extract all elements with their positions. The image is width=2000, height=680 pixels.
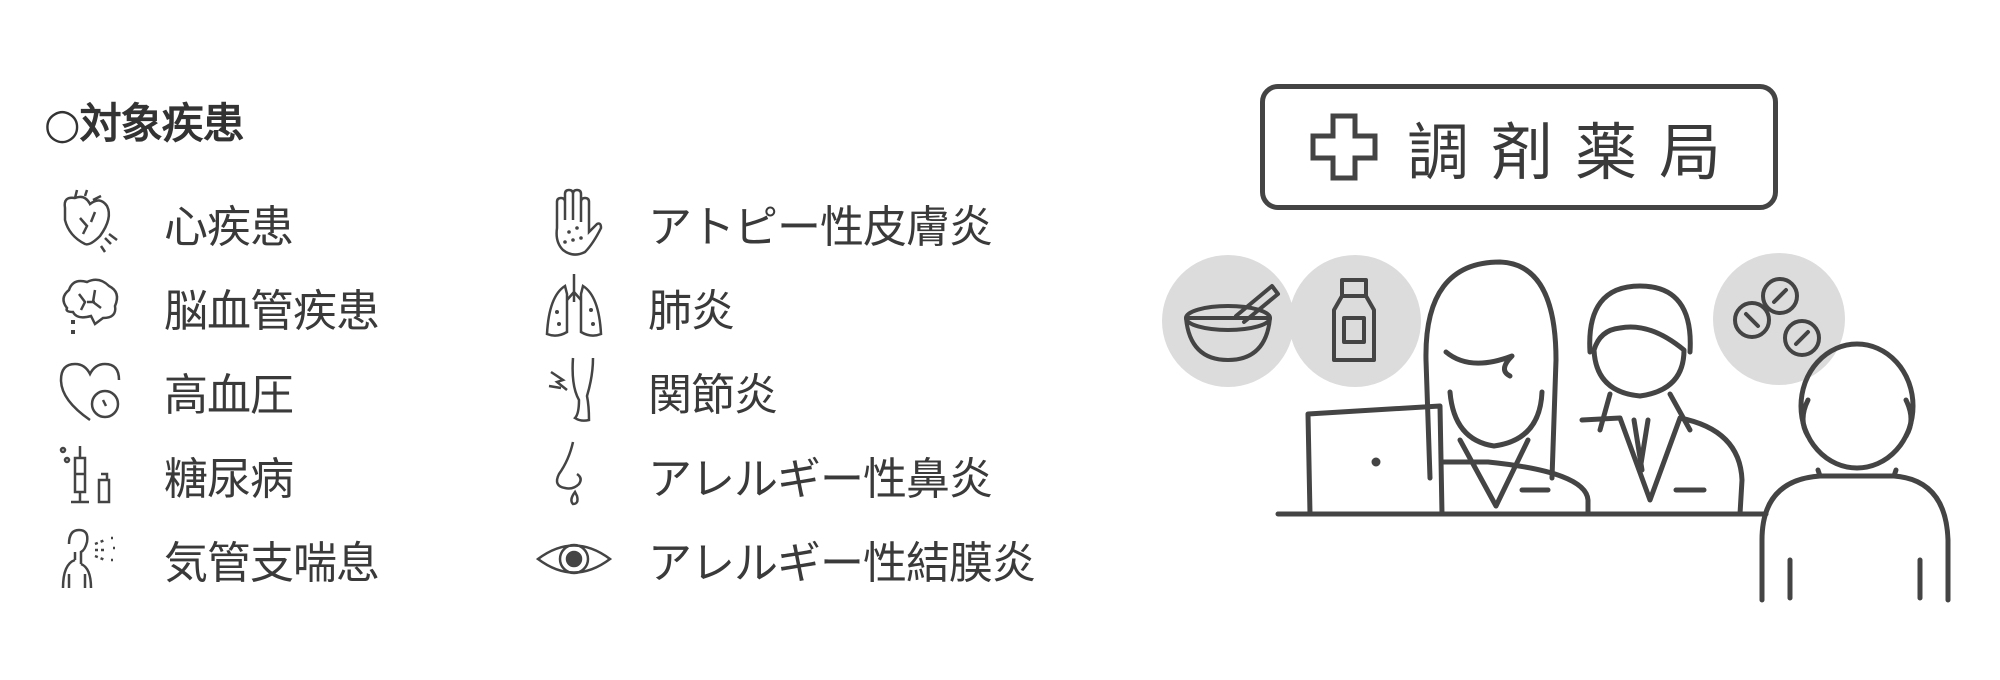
disease-label: 心疾患 <box>164 202 294 253</box>
medicine-bottle-icon <box>1289 255 1421 387</box>
cross-icon <box>1310 113 1378 181</box>
disease-item: 脳血管疾患 <box>50 272 380 342</box>
mortar-icon <box>1162 255 1294 387</box>
disease-item: アレルギー性結膜炎 <box>534 524 1036 594</box>
disease-label: アトピー性皮膚炎 <box>648 202 993 253</box>
syringe-icon <box>50 440 130 510</box>
brain-icon <box>50 272 130 342</box>
heart-organ-icon <box>50 188 130 258</box>
customer <box>1759 341 1951 603</box>
eye-icon <box>534 524 614 594</box>
pills-icon <box>1713 253 1845 385</box>
disease-item: 心疾患 <box>50 188 294 258</box>
disease-label: 脳血管疾患 <box>164 286 380 337</box>
section-title: ○対象疾患 <box>44 99 245 148</box>
heart-gauge-icon <box>50 356 130 426</box>
nose-icon <box>534 440 614 510</box>
disease-label: 関節炎 <box>648 370 778 421</box>
disease-label: アレルギー性鼻炎 <box>648 454 993 505</box>
pharmacy-sign: 調剤薬局 <box>1260 84 1778 210</box>
leg-icon <box>534 356 614 426</box>
pharmacist-man <box>1579 283 1745 517</box>
disease-label: 糖尿病 <box>164 454 294 505</box>
disease-label: アレルギー性結膜炎 <box>648 538 1036 589</box>
disease-item: アレルギー性鼻炎 <box>534 440 993 510</box>
laptop <box>1305 403 1445 517</box>
disease-label: 肺炎 <box>648 286 735 337</box>
disease-item: 肺炎 <box>534 272 735 342</box>
disease-item: アトピー性皮膚炎 <box>534 188 993 258</box>
disease-item: 高血圧 <box>50 356 294 426</box>
disease-item: 関節炎 <box>534 356 778 426</box>
bronchi-icon <box>50 524 130 594</box>
pharmacist-woman <box>1423 259 1591 517</box>
lungs-icon <box>534 272 614 342</box>
disease-item: 気管支喘息 <box>50 524 380 594</box>
disease-item: 糖尿病 <box>50 440 294 510</box>
pharmacy-sign-text: 調剤薬局 <box>1407 116 1744 189</box>
disease-label: 気管支喘息 <box>164 538 380 589</box>
disease-label: 高血圧 <box>164 370 294 421</box>
hand-icon <box>534 188 614 258</box>
